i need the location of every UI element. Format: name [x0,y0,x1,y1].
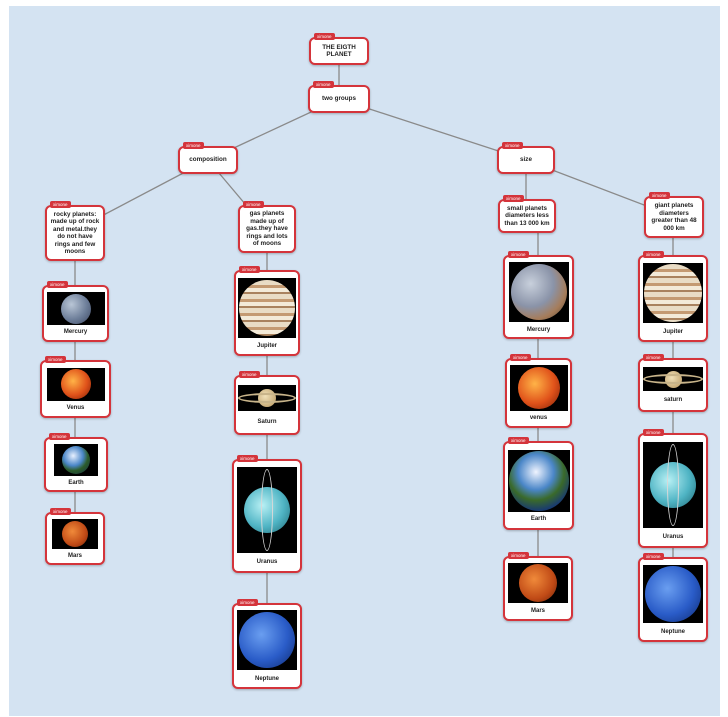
gas-neptune-node[interactable]: ximone Neptune [232,599,302,689]
giant-jupiter-node[interactable]: ximone Jupiter [638,251,708,342]
node-tag: ximone [508,251,529,258]
composition-node[interactable]: ximone composition [178,142,238,174]
node-label: THE EIGTH PLANET [322,43,356,59]
gas-uranus-node[interactable]: ximone Uranus [232,455,302,573]
node-tag: ximone [508,437,529,444]
node-label: two groups [322,95,356,103]
node-tag: ximone [643,251,664,258]
mars-image [508,563,568,603]
small-earth-node[interactable]: ximone Earth [503,437,574,530]
uranus-image [643,441,703,528]
mercury-image [46,292,105,325]
planet-caption: Mercury [526,326,551,333]
planet-caption: saturn [663,397,683,403]
node-tag: ximone [50,508,71,515]
node-tag: ximone [502,142,523,149]
node-tag: ximone [237,455,258,462]
node-tag: ximone [314,33,335,40]
map-canvas [9,6,720,716]
node-tag: ximone [508,552,529,559]
rocky-mars-node[interactable]: ximone Mars [45,508,105,565]
small-planets-node[interactable]: ximone small planets diameters less than… [498,195,556,233]
planet-caption: Uranus [662,533,684,540]
size-node[interactable]: ximone size [497,142,555,174]
uranus-image [237,467,297,553]
rocky-planets-node[interactable]: ximone rocky planets: made up of rock an… [45,201,105,261]
earth-image [54,443,98,476]
node-label: small planets diameters less than 13 000… [504,204,550,227]
rocky-mercury-node[interactable]: ximone Mercury [42,281,109,342]
node-tag: ximone [45,356,66,363]
node-label: giant planets diameters greater than 48 … [651,202,697,232]
planet-caption: venus [529,415,548,421]
giant-uranus-node[interactable]: ximone Uranus [638,429,708,548]
neptune-image [643,564,703,623]
node-tag: ximone [503,195,524,202]
earth-image [507,449,570,512]
node-tag: ximone [643,553,664,560]
node-label: size [520,156,532,164]
rocky-earth-node[interactable]: ximone Earth [44,433,108,492]
planet-caption: Mercury [63,329,88,335]
node-tag: ximone [237,599,258,606]
rocky-venus-node[interactable]: ximone Venus [40,356,111,418]
gas-jupiter-node[interactable]: ximone Jupiter [234,266,300,356]
small-mercury-node[interactable]: ximone Mercury [503,251,574,339]
node-tag: ximone [47,281,68,288]
mercury-image [508,261,569,322]
planet-caption: Jupiter [662,328,683,335]
saturn-image [238,385,296,411]
node-tag: ximone [510,354,531,361]
planet-caption: Saturn [257,419,277,425]
planet-caption: Uranus [256,559,278,565]
node-tag: ximone [183,142,204,149]
jupiter-image [238,277,296,338]
node-label: composition [189,156,227,164]
gas-planets-node[interactable]: ximone gas planets made up of gas.they h… [238,201,296,253]
node-tag: ximone [313,81,334,88]
planet-caption: Earth [68,479,84,486]
node-tag: ximone [649,192,670,199]
node-tag: ximone [239,371,260,378]
planet-caption: Mars [67,552,82,559]
node-tag: ximone [243,201,264,208]
giant-saturn-node[interactable]: ximone saturn [638,354,708,412]
node-tag: ximone [643,354,664,361]
root-node[interactable]: ximone THE EIGTH PLANET [309,33,369,65]
small-venus-node[interactable]: ximone venus [505,354,572,428]
venus-image [46,367,105,401]
planet-caption: Jupiter [256,342,277,349]
jupiter-image [643,262,703,323]
planet-caption: Neptune [661,628,685,635]
two-groups-node[interactable]: ximone two groups [308,81,370,113]
node-tag: ximone [643,429,664,436]
node-tag: ximone [239,266,260,273]
planet-caption: Venus [66,404,85,411]
giant-neptune-node[interactable]: ximone Neptune [638,553,708,642]
planet-caption: Earth [530,515,547,522]
node-label: rocky planets: made up of rock and metal… [50,210,100,256]
node-tag: ximone [50,201,71,208]
small-mars-node[interactable]: ximone Mars [503,552,573,621]
gas-saturn-node[interactable]: ximone Saturn [234,371,300,435]
neptune-image [237,610,297,670]
planet-caption: Neptune [255,676,279,682]
mars-image [52,518,98,549]
venus-image [509,365,568,411]
giant-planets-node[interactable]: ximone giant planets diameters greater t… [644,192,704,238]
saturn-image [643,367,703,391]
node-tag: ximone [49,433,70,440]
planet-caption: Mars [530,608,545,614]
node-label: gas planets made up of gas.they have rin… [246,210,288,248]
